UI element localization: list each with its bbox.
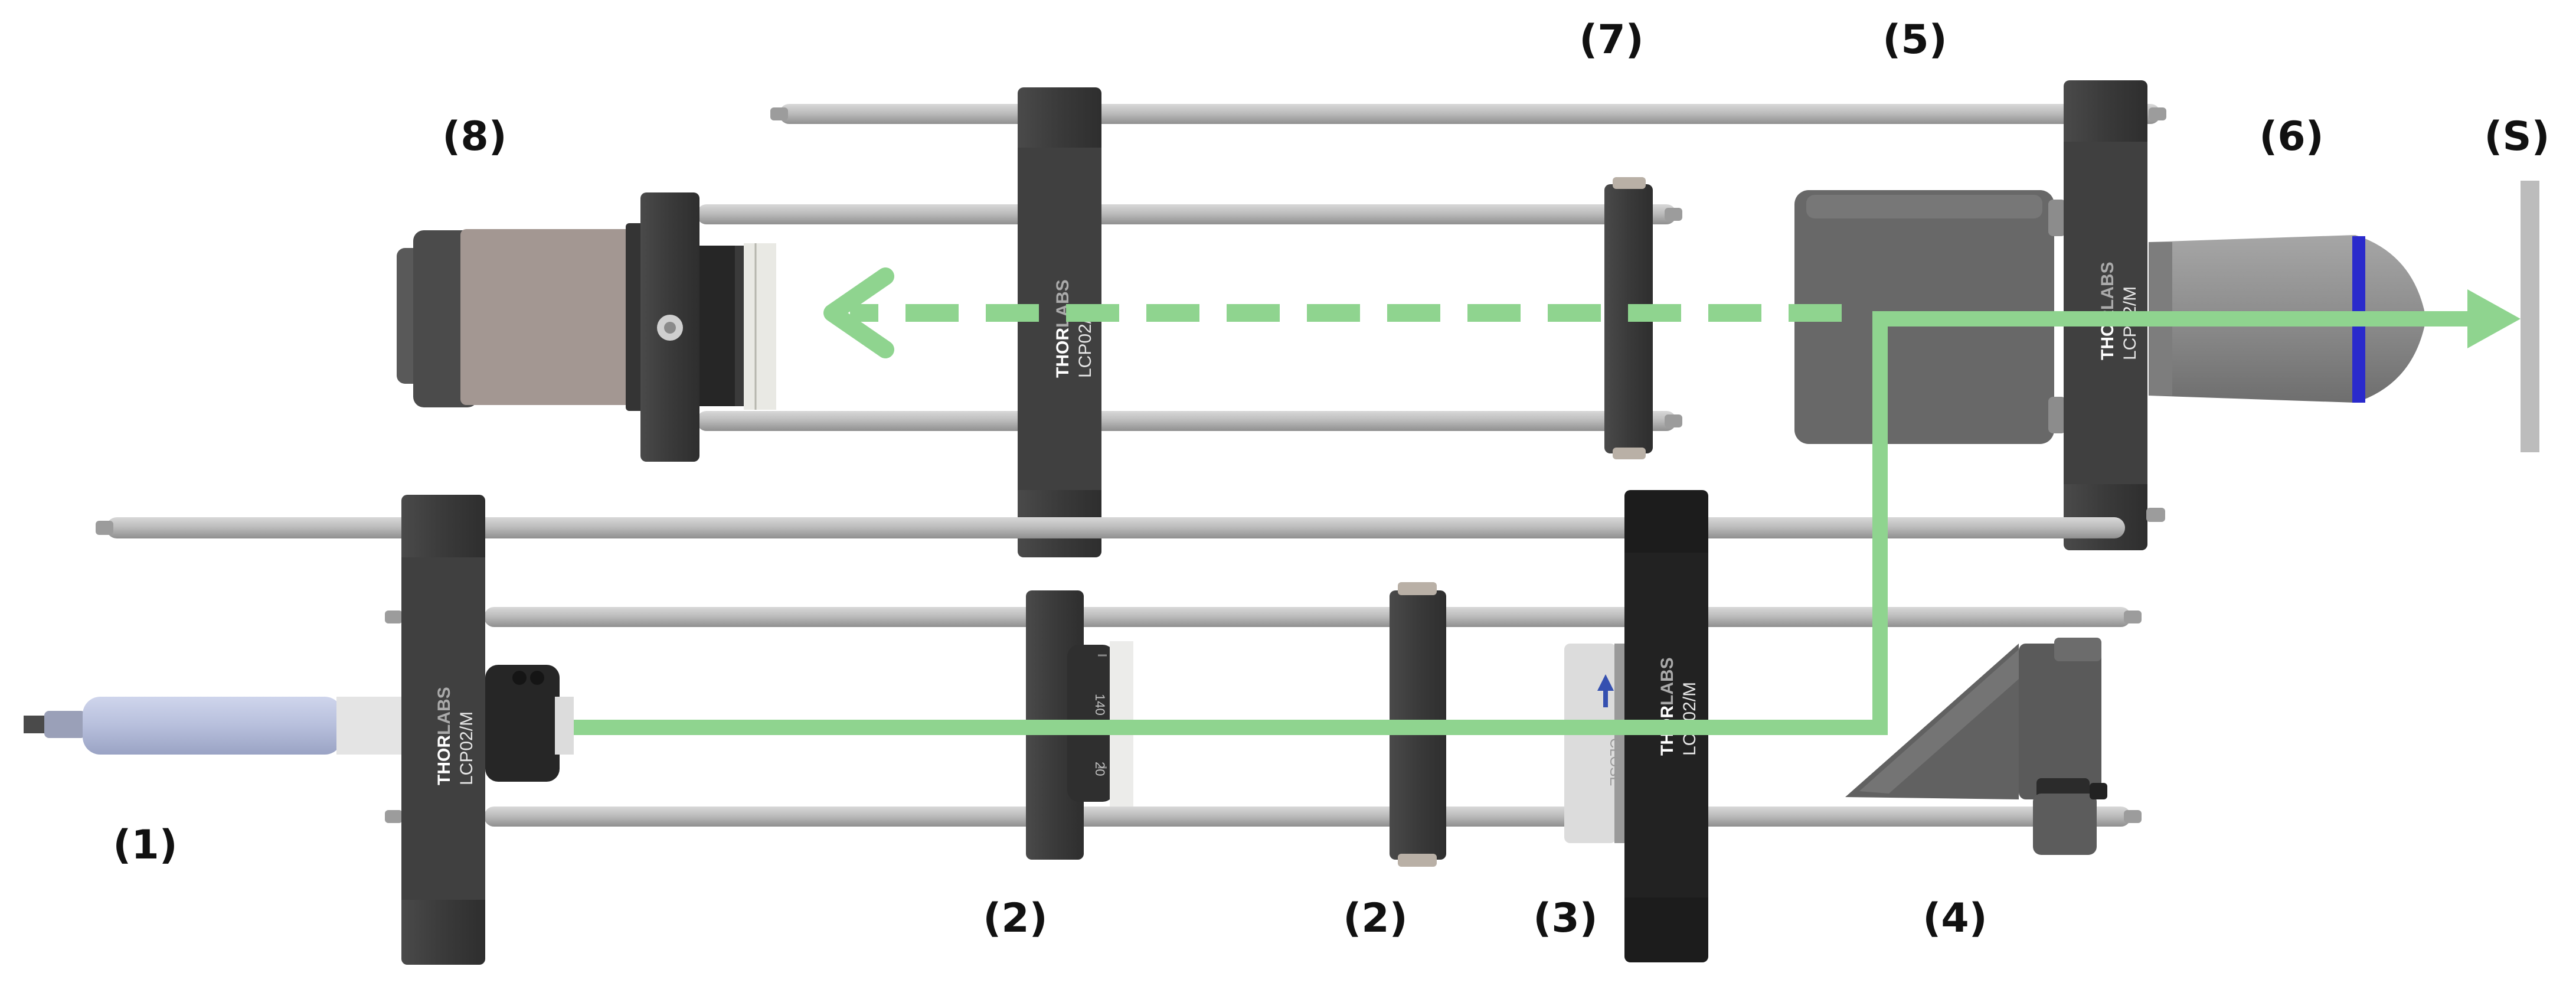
label-6: (6) [2259, 113, 2323, 160]
label-2-first: (2) [983, 895, 1047, 942]
scale-label: 20 [1093, 762, 1107, 776]
rod-end [2146, 508, 2165, 522]
lower-cage-rods [96, 517, 2142, 827]
label-3: (3) [1533, 895, 1597, 942]
shutter-3: CLOSE [1564, 644, 1627, 843]
light-source-1 [24, 697, 425, 755]
rod-end [1665, 414, 1682, 427]
plate-model: LCP02/M [1680, 682, 1699, 756]
scale-label: 140 [1093, 694, 1107, 716]
rod [779, 104, 2160, 124]
plate-brand: THORLABS [434, 687, 454, 785]
label-5: (5) [1882, 17, 1947, 63]
plate-model: LCP02/M [457, 711, 476, 785]
mirror-prism [1845, 644, 2019, 799]
mirror-mount-4 [1845, 638, 2107, 855]
arrow-up-icon-stem [1603, 690, 1608, 707]
camera-body [460, 229, 638, 405]
label-1: (1) [113, 822, 177, 869]
arrow-left-icon [823, 267, 894, 358]
plate-brand: THORLABS [1053, 279, 1073, 378]
cage-plate-upper-middle: THORLABS LCP02/M [1018, 87, 1101, 557]
component-labels: (1) (2) (2) (3) (4) (5) (6) (7) (8) (S) [113, 17, 2549, 942]
rod-end [385, 610, 403, 623]
rod-end [1665, 208, 1682, 221]
camera-lens-face [744, 243, 776, 410]
beam-path [574, 267, 2521, 735]
rod-end [2149, 107, 2166, 120]
rod-end [770, 107, 788, 120]
screw-icon [664, 322, 676, 334]
excitation-beam [574, 311, 2479, 735]
upper-cage-rods [697, 104, 2166, 431]
rod-end [2124, 610, 2142, 623]
rod [697, 204, 1676, 224]
label-s: (S) [2484, 113, 2549, 160]
label-8: (8) [442, 113, 506, 160]
sample-s [2521, 181, 2539, 452]
rod-end [2124, 810, 2142, 823]
arrow-right-icon [2467, 289, 2521, 348]
shutter-label: CLOSE [1607, 738, 1623, 786]
plate-brand: THORLABS [2098, 262, 2117, 360]
rod-end [96, 521, 113, 535]
label-4: (4) [1923, 895, 1987, 942]
label-7: (7) [1579, 17, 1643, 63]
rod [484, 807, 2131, 827]
screw-icon [530, 671, 544, 685]
cage-plate-lower-left: THORLABS LCP02/M [401, 495, 574, 965]
plate-brand: THORLABS [1658, 657, 1677, 756]
label-2-second: (2) [1343, 895, 1407, 942]
camera-8 [397, 192, 776, 462]
rod [697, 411, 1676, 431]
rod-end [385, 810, 403, 823]
arrow-up-icon [1597, 674, 1614, 691]
screw-icon [512, 671, 527, 685]
rod [106, 517, 2125, 538]
rod [484, 607, 2131, 627]
